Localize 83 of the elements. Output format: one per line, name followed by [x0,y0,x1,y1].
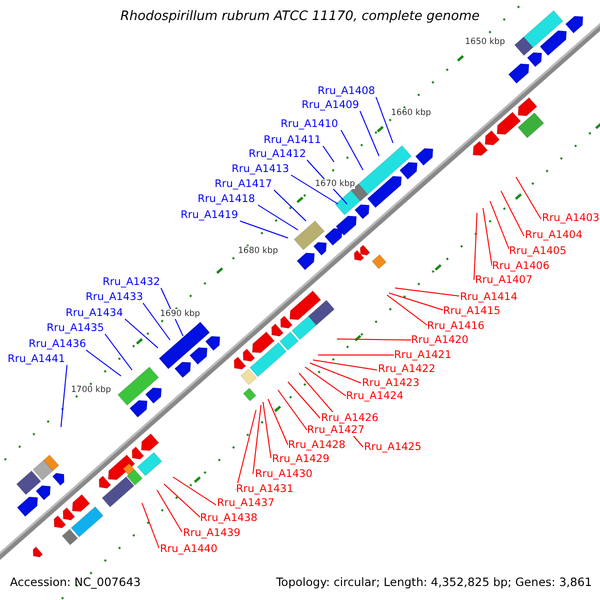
gene-label: Rru_A1427 [307,424,364,436]
gene-label: Rru_A1425 [364,441,422,453]
gene-label: Rru_A1408 [318,85,375,97]
leader-line [288,382,320,418]
leader-line [274,190,306,222]
gene-label: Rru_A1440 [160,543,218,555]
leader-line [500,190,524,236]
leader-line [360,110,380,156]
position-label: 1660 kbp [391,108,432,118]
gene-label: Rru_A1437 [217,497,274,509]
gene-label: Rru_A1429 [272,453,330,465]
leader-line [258,204,298,230]
gene-label: Rru_A1430 [255,468,312,480]
leader-line [60,364,68,428]
leader-line [164,484,202,518]
gene-label: Rru_A1439 [183,527,240,539]
leader-line [278,390,308,430]
leader-line [86,350,122,376]
gene-label: Rru_A1421 [394,349,452,361]
position-label: 1650 kbp [465,37,506,47]
gene-label: Rru_A1407 [475,274,532,286]
gene-label: Rru_A1433 [86,291,143,303]
gene-label: Rru_A1417 [214,178,272,190]
gene-label: Rru_A1431 [236,483,294,495]
leader-line [322,146,334,162]
gene-label: Rru_A1434 [66,307,123,319]
gene-label: Rru_A1416 [427,320,484,332]
gene-label: Rru_A1426 [321,412,378,424]
gene-label: Rru_A1403 [542,212,600,224]
gene-label: Rru_A1422 [378,363,436,375]
position-label: 1680 kbp [238,246,278,256]
footer-text: Topology: circular; Length: 4,352,825 bp; Genes: 3,861 [276,575,592,589]
gene-label: Rru_A1404 [525,229,582,241]
position-label: 1670 kbp [315,179,356,189]
gene-label: Rru_A1410 [280,118,338,130]
gene-label: Rru_A1405 [509,245,566,257]
gene-label: Rru_A1406 [492,260,550,272]
leader-line [490,200,510,250]
gene-label: Rru_A1414 [460,291,518,303]
leader-line [310,362,362,384]
leader-line [304,366,346,396]
gene-label: Rru_A1418 [198,193,255,205]
leader-line [262,402,272,458]
leader-line [142,302,170,340]
gene-label: Rru_A1424 [346,390,404,402]
leader-line [386,294,428,326]
leader-line [290,174,338,204]
leader-line [268,398,288,446]
leader-line [172,476,216,506]
gene-label: Rru_A1438 [200,512,258,524]
position-label: 1690 kbp [160,309,200,319]
leader-line [156,490,182,532]
gene-label: Rru_A1409 [302,99,359,111]
gene-label: Rru_A1441 [8,353,65,365]
leader-line [394,288,460,296]
leader-line [312,360,378,370]
gene-label: Rru_A1415 [443,305,500,317]
gene-label: Rru_A1432 [102,276,160,288]
leader-line [124,318,158,348]
gene-label: Rru_A1419 [180,209,238,221]
leader-line [318,354,394,356]
leader-line [336,338,412,340]
leader-line [104,334,132,370]
position-label: 1700 kbp [71,385,112,395]
gene-label: Rru_A1411 [264,134,321,146]
leader-line [252,404,262,474]
gene-label: Rru_A1413 [232,163,289,175]
leader-line [474,212,478,280]
leader-line [376,96,394,144]
gene-label: Rru_A1423 [362,377,420,389]
gene-label: Rru_A1435 [46,322,104,334]
leader-line [482,208,492,266]
gene-label: Rru_A1436 [28,338,86,350]
leader-line [142,502,160,548]
title: Rhodospirillum rubrum ATCC 11170, complete genome [119,9,481,25]
leader-line [340,130,364,170]
gene-label: Rru_A1428 [288,439,346,451]
leader-line [388,292,444,310]
gene-label: Rru_A1420 [411,334,468,346]
gene-label: Rru_A1412 [248,148,306,160]
footer-text: Accession: NC_007643 [10,575,141,589]
leader-line [516,176,542,220]
leader-line [240,220,288,238]
